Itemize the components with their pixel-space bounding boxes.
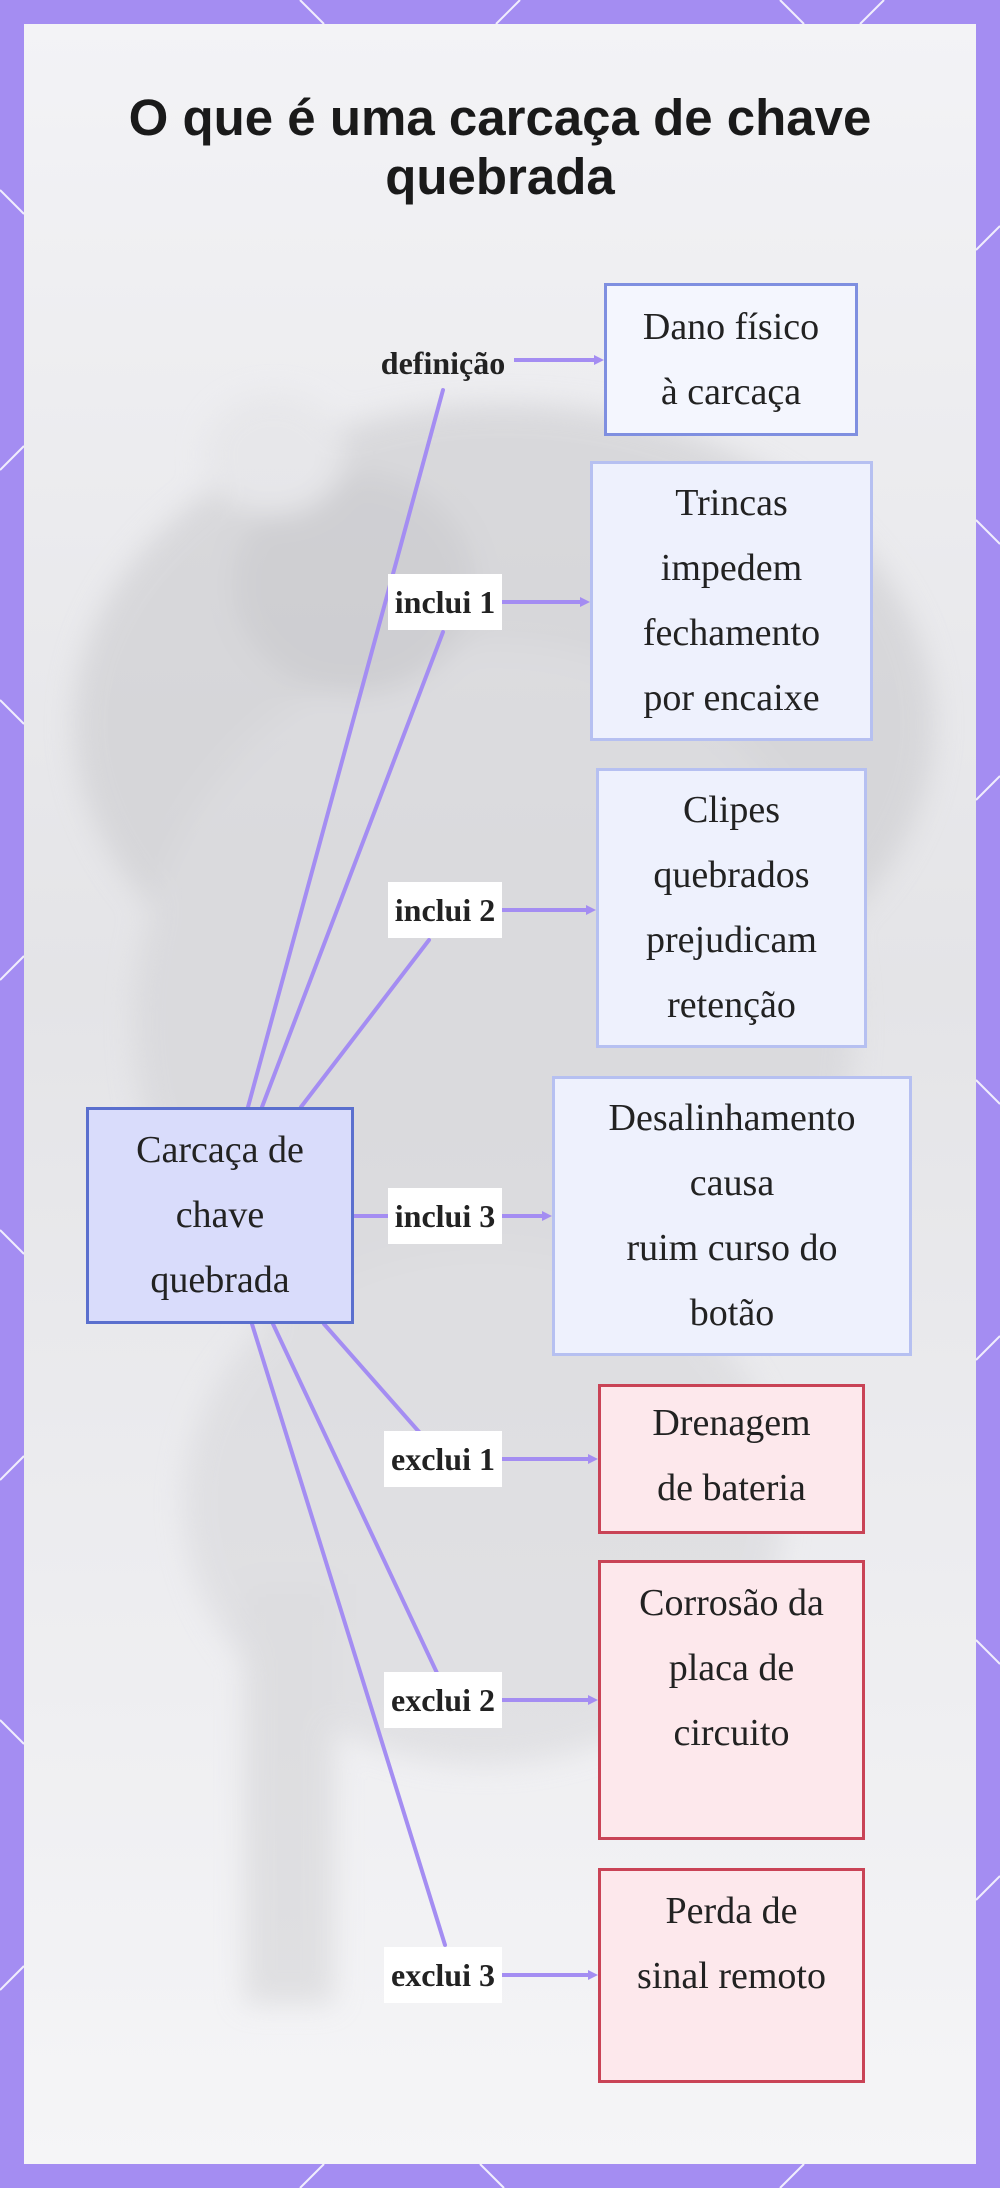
connector-exclui-1 [322,1322,422,1435]
relation-label-exclui-3: exclui 3 [384,1947,502,2003]
node-definicao: Dano físico à carcaça [604,283,858,436]
connector-exclui-2 [271,1322,439,1675]
node-exclui-3-text: Perda de sinal remoto [637,1890,826,1997]
relation-label-exclui-1: exclui 1 [384,1431,502,1487]
node-exclui-3: Perda de sinal remoto [598,1868,865,2083]
connector-exclui-3 [250,1322,447,1947]
connector-inclui-2 [299,938,431,1109]
connector-definicao [246,388,445,1109]
relation-label-definicao: definição [380,344,506,381]
central-node: Carcaça de chave quebrada [86,1107,354,1324]
node-definicao-text: Dano físico à carcaça [642,305,820,413]
diagram-title: O que é uma carcaça de chave quebrada [128,89,872,205]
node-exclui-2: Corrosão da placa de circuito [598,1560,865,1840]
node-inclui-1-text: Trincas impedem fechamento por encaixe [642,482,821,719]
node-inclui-3-text: Desalinhamento causa ruim curso do botão [608,1097,856,1334]
central-node-label: Carcaça de chave quebrada [136,1129,304,1301]
relation-label-inclui-3: inclui 3 [388,1188,502,1244]
node-exclui-1-text: Drenagem de bateria [652,1402,811,1509]
node-exclui-2-text: Corrosão da placa de circuito [639,1582,824,1754]
relation-label-inclui-2: inclui 2 [388,882,502,938]
relation-label-inclui-1: inclui 1 [388,574,502,630]
connector-inclui-1 [260,630,445,1109]
relation-label-exclui-2: exclui 2 [384,1672,502,1728]
node-inclui-1: Trincas impedem fechamento por encaixe [590,461,873,741]
node-inclui-3: Desalinhamento causa ruim curso do botão [552,1076,912,1356]
node-inclui-2-text: Clipes quebrados prejudicam retenção [646,789,817,1026]
node-inclui-2: Clipes quebrados prejudicam retenção [596,768,867,1048]
node-exclui-1: Drenagem de bateria [598,1384,865,1534]
